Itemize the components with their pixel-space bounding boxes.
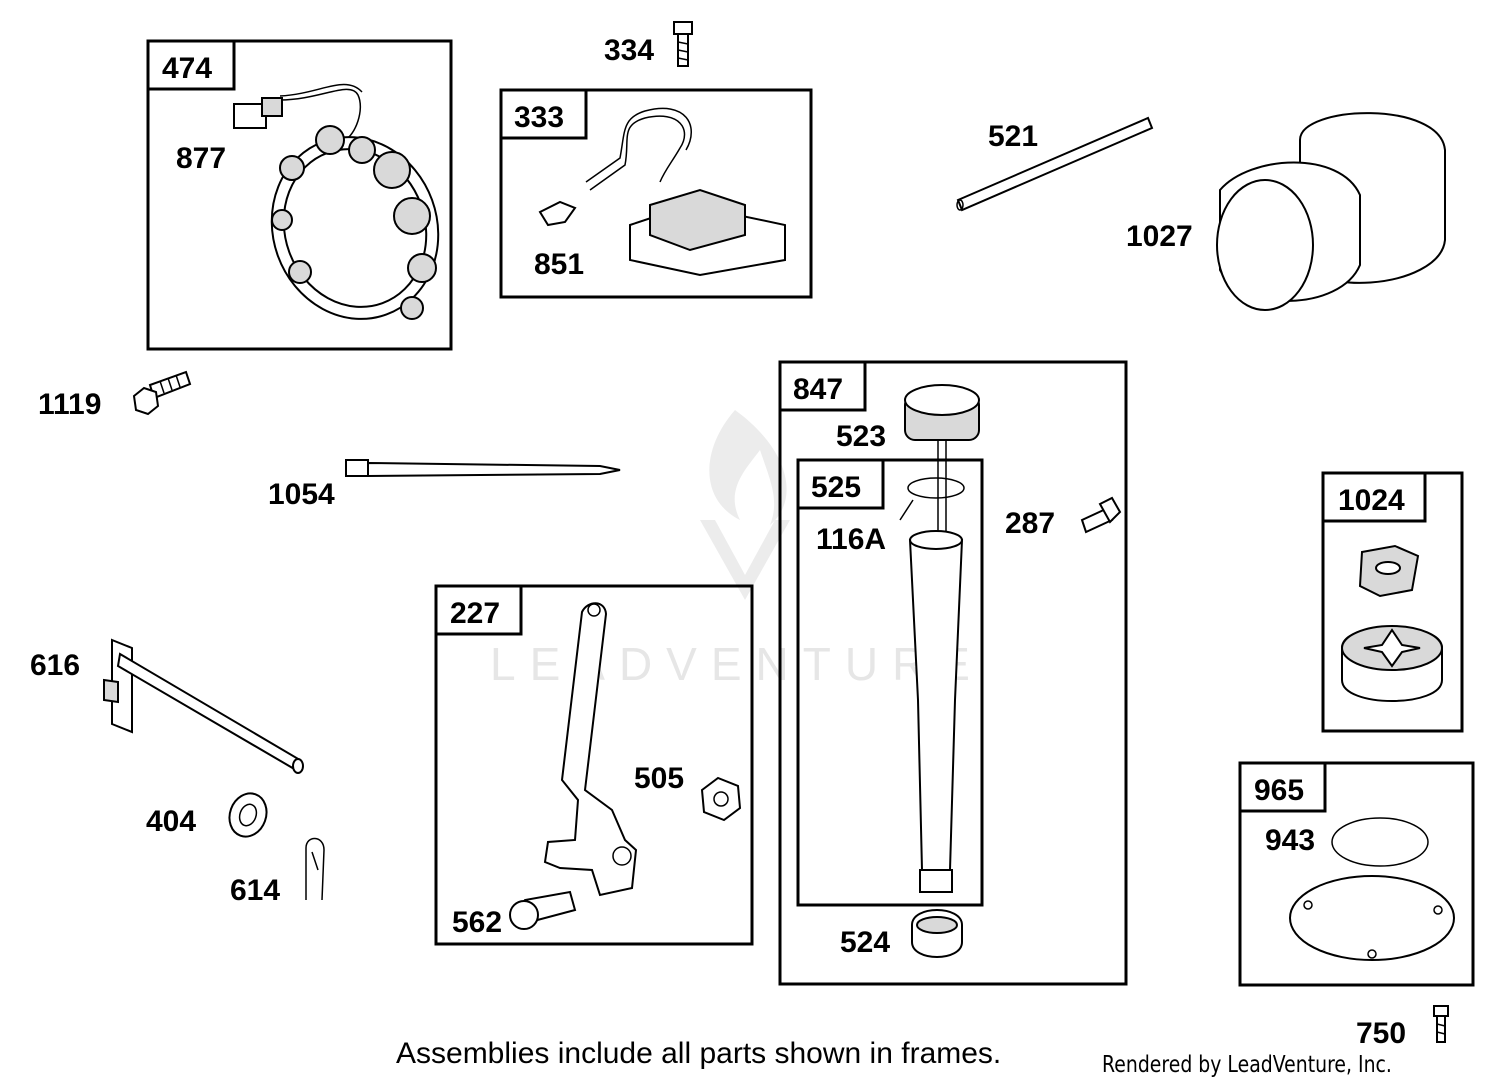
part-label-750: 750 [1356,1017,1406,1050]
armature-part [538,107,786,277]
part-label-877: 877 [176,142,226,175]
part-label-562: 562 [452,906,502,939]
tube-521 [956,116,1154,212]
part-label-523: 523 [836,420,886,453]
frame-525: 525 [796,458,984,907]
washer-404 [228,792,268,838]
part-label-1119: 1119 [38,388,101,421]
frame-333: 333 [499,88,813,299]
footer-note: Assemblies include all parts shown in fr… [396,1037,1002,1070]
frame-tag-525: 525 [811,471,861,504]
watermark-text: LEADVENTURE [490,638,984,690]
oil-pump-rotor-part [1341,544,1443,702]
frame-tag-333: 333 [514,101,564,134]
governor-lever-part [509,602,638,930]
credit-line: Rendered by LeadVenture, Inc. [1102,1052,1392,1078]
part-label-616: 616 [30,649,80,682]
frame-tag-474: 474 [162,52,212,85]
cable-tie-1054 [345,459,621,478]
stator-part [233,83,440,320]
screw-287 [1080,496,1122,534]
part-label-521: 521 [988,120,1038,153]
part-label-334: 334 [604,34,654,67]
frame-tag-1024: 1024 [1338,484,1405,517]
bolt-1119 [132,370,192,416]
part-label-287: 287 [1005,507,1055,540]
frame-tag-847: 847 [793,373,843,406]
frame-tag-227: 227 [450,597,500,630]
frame-227: 227 [434,584,754,946]
part-label-404: 404 [146,805,196,838]
shaft-616 [103,638,304,774]
screw-334 [673,21,693,67]
nut-505 [700,776,742,822]
part-label-524: 524 [840,926,890,959]
oil-filter-1027 [1216,112,1446,311]
part-label-1054: 1054 [268,478,335,511]
gasket-plate-part [1289,817,1455,961]
part-label-1027: 1027 [1126,220,1193,253]
dipstick-part [899,384,980,958]
part-label-943: 943 [1265,824,1315,857]
screw-750 [1433,1005,1449,1043]
part-label-116A: 116A [816,523,886,556]
frame-1024: 1024 [1321,471,1464,733]
hairpin-614 [305,837,325,901]
part-label-614: 614 [230,874,280,907]
part-label-851: 851 [534,248,584,281]
frame-965: 965 [1238,761,1475,987]
frame-tag-965: 965 [1254,774,1304,807]
frame-847: 847 [778,360,1128,986]
part-label-505: 505 [634,762,684,795]
frame-474: 474 [146,39,453,351]
watermark: LEADVENTURE [490,410,984,690]
